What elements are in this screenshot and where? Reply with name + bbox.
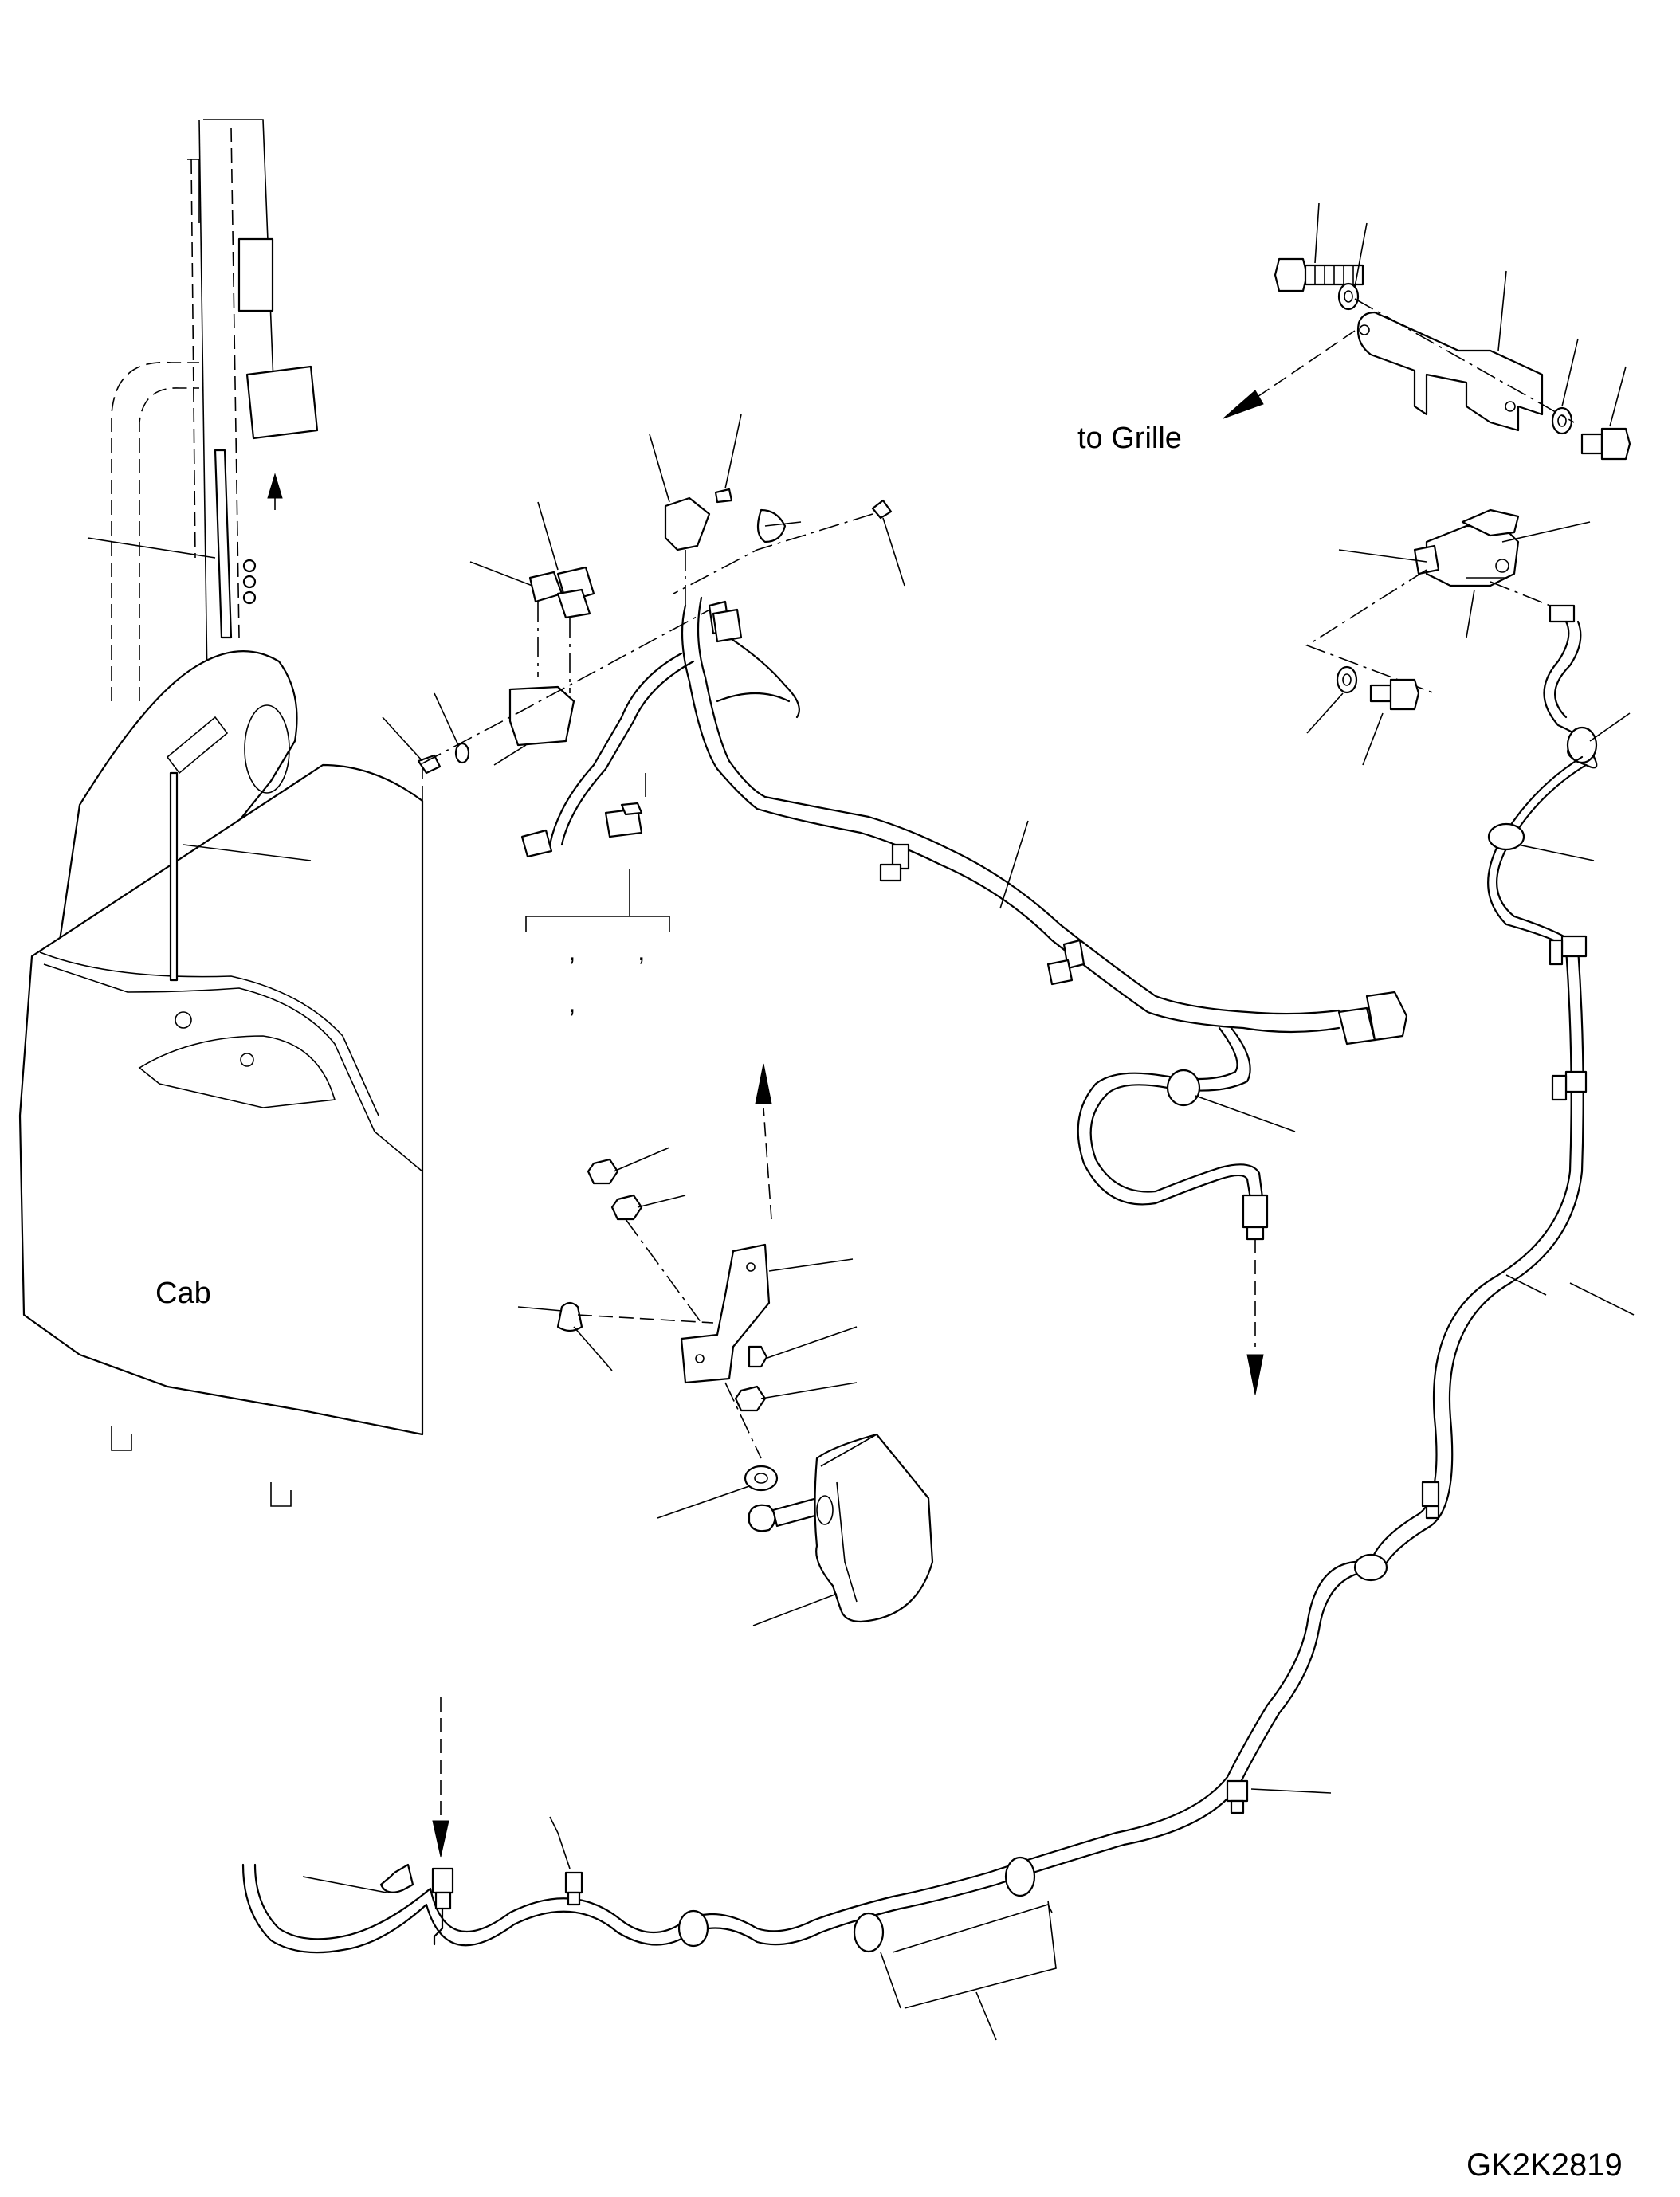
- relay-cover: [664, 496, 711, 551]
- ground-eyelet: [756, 508, 787, 543]
- arrow-up-icon: [267, 473, 283, 499]
- comma-label-3: ,: [568, 988, 575, 1018]
- pillar-block-lower: [245, 365, 319, 440]
- hex-bolt: [1389, 678, 1420, 711]
- nut: [417, 754, 442, 775]
- mirror-bracket-assembly: [517, 1063, 934, 1626]
- comma-label-2: ,: [638, 936, 645, 967]
- screw: [871, 499, 893, 520]
- grille-bracket-assembly: [1223, 202, 1631, 461]
- relay-left: [528, 571, 563, 603]
- washer: [744, 1465, 779, 1492]
- cab-roof-panel: [18, 763, 424, 1436]
- washer: [1337, 282, 1360, 311]
- clamp-tab: [1230, 1799, 1245, 1814]
- clamp-tab: [567, 1891, 581, 1906]
- nut: [734, 1385, 767, 1412]
- nut: [587, 1158, 619, 1185]
- cab-rod: [169, 771, 179, 982]
- nut: [610, 1194, 643, 1221]
- long-harness: [241, 620, 1635, 2041]
- cab-console: [58, 650, 298, 942]
- bottom-connector: [302, 1697, 454, 1946]
- harness-end-body: [1246, 1226, 1265, 1241]
- arrow-to-grille-icon: [1223, 390, 1264, 419]
- connector-body: [434, 1891, 452, 1910]
- connector-block: [431, 1867, 454, 1894]
- clamp-tab: [879, 863, 902, 882]
- lamp-stem: [771, 1497, 822, 1528]
- connector-socket-body: [712, 608, 743, 643]
- cab-label: Cab: [155, 1277, 211, 1310]
- small-bolt: [242, 575, 257, 589]
- to-grille-label: to Grille: [1077, 422, 1182, 455]
- clamp-tab: [1549, 939, 1564, 966]
- harness-end-connector: [1242, 1194, 1269, 1229]
- relay-right-base: [556, 588, 591, 619]
- small-bolt: [242, 590, 257, 605]
- harness-clip: [853, 1912, 885, 1953]
- mirror-bracket: [680, 1243, 771, 1384]
- clamp-tab: [1046, 959, 1074, 986]
- grille-bracket: [1356, 311, 1544, 432]
- bolt-shank: [1580, 433, 1603, 455]
- washer: [454, 742, 470, 764]
- harness-clip: [1487, 822, 1525, 851]
- bolt-shank: [1369, 684, 1392, 703]
- hex-bolt: [1274, 257, 1309, 292]
- work-lamp: [814, 1433, 934, 1623]
- clamp-tab: [1425, 1505, 1440, 1520]
- pillar-block-upper: [237, 237, 274, 312]
- small-relay: [714, 488, 733, 504]
- relay-assembly: [382, 414, 1408, 1395]
- connector-plug-tab: [620, 802, 643, 816]
- clip-fastener: [556, 1301, 583, 1332]
- harness-clamp: [891, 843, 910, 870]
- arrow-down-icon: [432, 1820, 449, 1858]
- limit-switch: [1425, 524, 1520, 587]
- arrow-down-icon: [1246, 1354, 1264, 1395]
- washer: [1336, 665, 1358, 694]
- arrow-up-icon: [755, 1063, 772, 1104]
- harness-clamp: [1421, 1481, 1440, 1508]
- comma-label-1: ,: [568, 936, 575, 967]
- bolt: [748, 1345, 768, 1368]
- harness-clamp: [564, 1871, 583, 1894]
- rod: [214, 449, 233, 639]
- ground-terminal: [379, 1863, 414, 1893]
- round-connector: [520, 829, 553, 858]
- drawing-number: GK2K2819: [1466, 2148, 1623, 2183]
- harness-clamp: [1564, 1070, 1588, 1093]
- switch-lever: [1461, 508, 1520, 537]
- harness-clip: [677, 1909, 709, 1948]
- relay-bracket: [508, 685, 575, 747]
- switch-assembly: [1305, 508, 1591, 766]
- cab-body: [18, 119, 424, 1507]
- small-connector: [1549, 604, 1576, 623]
- lamp-mount-ball: [748, 1504, 776, 1532]
- clamp-tab: [1551, 1074, 1568, 1101]
- harness-clamp: [1560, 935, 1588, 958]
- harness-clip: [1353, 1553, 1388, 1582]
- switch-connector: [1413, 544, 1440, 575]
- harness-clamp: [1226, 1779, 1249, 1803]
- small-bolt: [242, 559, 257, 573]
- harness-clip: [1004, 1856, 1036, 1897]
- hex-bolt: [1600, 427, 1631, 461]
- harness-connector-cap: [1365, 991, 1408, 1042]
- harness-clip: [1566, 726, 1598, 764]
- harness-clip: [1166, 1069, 1201, 1107]
